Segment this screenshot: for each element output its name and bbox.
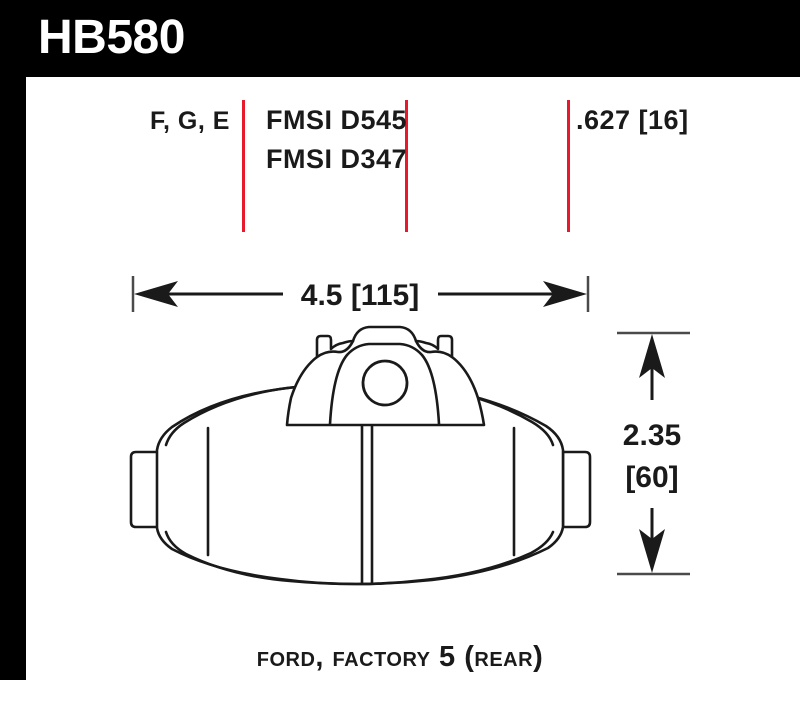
pad-body-outline (155, 381, 565, 586)
spec-divider-3 (567, 100, 570, 232)
compound-codes: F, G, E (150, 107, 230, 135)
fmsi-code-primary: FMSI D545 (266, 105, 408, 135)
spec-divider-2 (405, 100, 408, 232)
fmsi-code-secondary: FMSI D347 (266, 144, 408, 174)
pad-mounting-bracket (285, 325, 486, 427)
thickness-dimension: .627 [16] (576, 105, 689, 135)
header-bar (0, 0, 800, 77)
width-dimension-label: 4.5 [115] (301, 279, 419, 312)
pad-backing-contour-upper (164, 381, 555, 447)
spec-row: F, G, E FMSI D545 FMSI D347 .627 [16] (0, 100, 800, 235)
bracket-notch-left (315, 339, 355, 359)
height-dimension-label-line2: [60] (625, 461, 678, 494)
pad-left-ear (129, 450, 160, 529)
bracket-boss (328, 342, 441, 426)
height-dimension-label-line1: 2.35 (623, 419, 681, 452)
pad-outline (129, 325, 592, 586)
bracket-notch-right (414, 339, 454, 359)
pad-backing-contour-lower (164, 530, 555, 586)
pad-right-ear (561, 450, 592, 529)
bracket-mounting-hole (361, 359, 409, 407)
width-dimension-group (131, 276, 590, 312)
spec-divider-1 (242, 100, 245, 232)
left-border-rail (0, 77, 26, 680)
application-caption: Ford, Factory 5 (Rear) (256, 641, 544, 673)
height-dimension-group (617, 331, 690, 576)
page-title-part-number: HB580 (38, 11, 185, 64)
